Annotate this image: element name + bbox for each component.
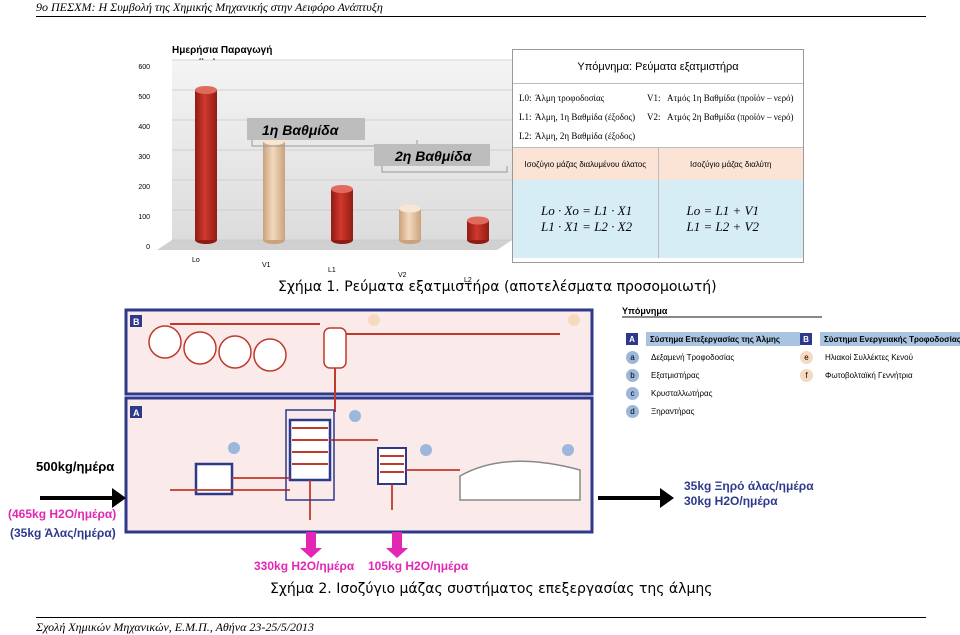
solar-collectors <box>148 325 287 372</box>
equation: Lo = L1 + V1 <box>686 203 759 218</box>
page-header: 9ο ΠΕΣΧΜ: Η Συμβολή της Χημικής Μηχανική… <box>36 0 383 14</box>
y-tick-label: 500 <box>138 94 150 101</box>
stage1-label-bg <box>247 118 365 140</box>
legend-system-b: B Σύστημα Ενεργειακής Τροφοδοσίας <box>800 332 960 346</box>
evaporator-water-out-1 <box>306 532 316 548</box>
salt-equations: Lo · Xo = L1 · X1 L1 · X1 = L2 · X2 <box>513 180 659 258</box>
equation: L1 = L2 + V2 <box>686 219 759 234</box>
bar-top-L2 <box>467 216 489 225</box>
process-diagram: B A <box>40 308 674 558</box>
evaporator <box>288 418 332 482</box>
stage2-label-bg <box>374 144 490 166</box>
system-a-tag <box>130 406 142 418</box>
bar-top-L1 <box>331 185 353 193</box>
legend1-row: L2: Άλμη, 2η Βαθμίδα (έξοδος) <box>519 130 636 141</box>
stage2-label: 2η Βαθμίδα <box>394 148 473 164</box>
x-tick-label: L2 <box>464 277 472 284</box>
crystallizer <box>377 447 407 485</box>
equation: Lo · Xo = L1 · X1 <box>541 203 633 218</box>
y-tick-label: 0 <box>146 244 150 251</box>
evaporator-water-out-2-head <box>386 548 408 558</box>
legend2-title: Υπόμνημα <box>622 306 822 318</box>
figure2-caption: Σχήμα 2. Ισοζύγιο μάζας συστήματος επεξε… <box>270 581 713 597</box>
collector-tank <box>323 327 347 369</box>
product-water-label: 30kg H2O/ημέρα <box>684 494 778 508</box>
balance-salt-header: Ισοζύγιο μάζας διαλυμένου άλατος <box>513 148 659 180</box>
x-tick-label: V1 <box>262 262 271 269</box>
marker-f <box>568 314 580 326</box>
marker-a <box>228 442 240 454</box>
chart-floor <box>157 240 512 250</box>
marker-e <box>368 314 380 326</box>
bar-V2 <box>399 208 421 240</box>
bar-chart: Ημερήσια Παραγωγή (kg) 01002003004005006… <box>138 45 512 284</box>
x-tick-label: V2 <box>398 272 407 279</box>
crystallizer-coils <box>380 455 404 473</box>
input-salt-label: (35kg Άλας/ημέρα) <box>10 526 116 540</box>
figure1-caption: Σχήμα 1. Ρεύματα εξατμιστήρα (αποτελέσμα… <box>278 279 717 295</box>
x-tick-label: Lo <box>192 257 200 264</box>
bar-top-Lo <box>195 86 217 94</box>
input-flow-label: 500kg/ημέρα <box>36 459 115 474</box>
bar-L2 <box>467 220 489 240</box>
equation: L1 · X1 = L2 · X2 <box>541 219 633 234</box>
evaporator-water-out-2 <box>392 532 402 548</box>
process-piping-blue <box>285 409 335 501</box>
footer-rule <box>36 617 926 618</box>
stage1-bracket <box>251 140 418 147</box>
figure2-legend: Υπόμνημα A Σύστημα Επεξεργασίας της Άλμη… <box>622 306 960 426</box>
solvent-equations: Lo = L1 + V1 L1 = L2 + V2 <box>659 180 804 258</box>
system-b-tag-label: B <box>133 317 140 327</box>
output-arrowhead <box>660 488 674 508</box>
input-arrowhead <box>112 488 126 508</box>
page-footer: Σχολή Χημικών Μηχανικών, Ε.Μ.Π., Αθήνα 2… <box>36 620 315 634</box>
y-tick-label: 100 <box>138 214 150 221</box>
figure1-legend: Υπόμνημα: Ρεύματα εξατμιστήρα L0: Άλμη τ… <box>512 49 804 263</box>
system-a-tag-label: A <box>133 408 140 418</box>
bar-L1 <box>331 189 353 240</box>
process-piping <box>170 439 460 520</box>
bar-Lo <box>195 90 217 240</box>
y-tick-label: 600 <box>138 64 150 71</box>
product-salt-label: 35kg Ξηρό άλας/ημέρα <box>684 479 814 493</box>
balance-solvent-header: Ισοζύγιο μάζας διαλύτη <box>658 148 803 180</box>
legend1-title: Υπόμνημα: Ρεύματα εξατμιστήρα <box>513 50 803 84</box>
evaporator-water-out-1-head <box>300 548 322 558</box>
evaporator-out-2-label: 105kg H2O/ημέρα <box>368 559 469 573</box>
marker-c <box>420 444 432 456</box>
evaporator-coils <box>292 427 328 465</box>
bar-V1 <box>263 141 285 240</box>
legend1-row: L0: Άλμη τροφοδοσίας V1: Ατμός 1η Βαθμίδ… <box>519 92 794 103</box>
y-tick-label: 300 <box>138 154 150 161</box>
x-tick-label: L1 <box>328 267 336 274</box>
header-rule <box>36 16 926 17</box>
system-b-tag <box>130 315 142 327</box>
y-tick-label: 400 <box>138 124 150 131</box>
bar-top-V2 <box>399 204 421 213</box>
stage1-label: 1η Βαθμίδα <box>262 122 340 138</box>
legend-system-a: A Σύστημα Επεξεργασίας της Άλμης <box>626 332 800 346</box>
dryer <box>459 460 581 501</box>
stage2-bracket <box>381 166 508 173</box>
legend1-row: L1: Άλμη, 1η Βαθμίδα (έξοδος) V2: Ατμός … <box>519 111 794 122</box>
input-water-label: (465kg H2O/ημέρα) <box>8 507 117 521</box>
hot-water-line <box>170 323 560 412</box>
y-tick-label: 200 <box>138 184 150 191</box>
chart-title-line1: Ημερήσια Παραγωγή <box>172 45 272 56</box>
marker-b <box>349 410 361 422</box>
evaporator-out-1-label: 330kg H2O/ημέρα <box>254 559 355 573</box>
marker-d <box>562 444 574 456</box>
feed-tank <box>194 462 234 496</box>
